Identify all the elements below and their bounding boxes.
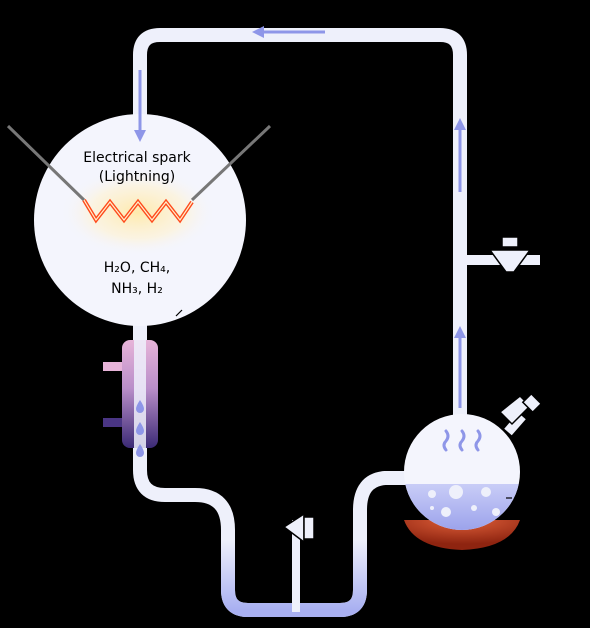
boiling-flask: [404, 414, 520, 530]
spark-label-line2: (Lightning): [99, 169, 175, 185]
bubble: [441, 507, 451, 517]
bottom-stopcock: [282, 512, 315, 544]
spark-label-line1: Electrical spark: [83, 150, 191, 166]
bubble: [449, 485, 463, 499]
gases-label-line1: H₂O, CH₄,: [104, 260, 170, 276]
heater: [404, 520, 520, 550]
spark-zigzag-core: [83, 199, 193, 222]
bubble: [481, 487, 491, 497]
steam-line: [458, 429, 466, 452]
arrow-left-top: [252, 26, 325, 38]
top-return-tube: [133, 28, 467, 420]
bubble: [492, 508, 500, 516]
flow-arrows: [134, 26, 466, 408]
arrow-up-right-top: [454, 118, 466, 192]
water-drop: [136, 400, 144, 413]
electrode-left: [6, 124, 86, 202]
arrow-up-right-bottom: [454, 326, 466, 408]
gases-label-line2: NH₃, H₂: [111, 281, 163, 297]
flask-side-stopper: [498, 392, 543, 436]
water-drop: [136, 444, 144, 457]
chamber-tick: [175, 309, 183, 317]
arrow-down-left: [134, 70, 146, 142]
electrode-right: [190, 124, 272, 202]
spark-glow: [60, 168, 216, 256]
side-stopcock: [466, 236, 540, 273]
condenser: [103, 340, 158, 448]
bubble: [430, 506, 434, 510]
steam-line: [474, 429, 482, 452]
bubble: [428, 490, 436, 498]
lower-tube: [133, 320, 410, 617]
bubble: [471, 505, 477, 511]
water-drop: [136, 422, 144, 435]
steam-line: [442, 429, 450, 452]
